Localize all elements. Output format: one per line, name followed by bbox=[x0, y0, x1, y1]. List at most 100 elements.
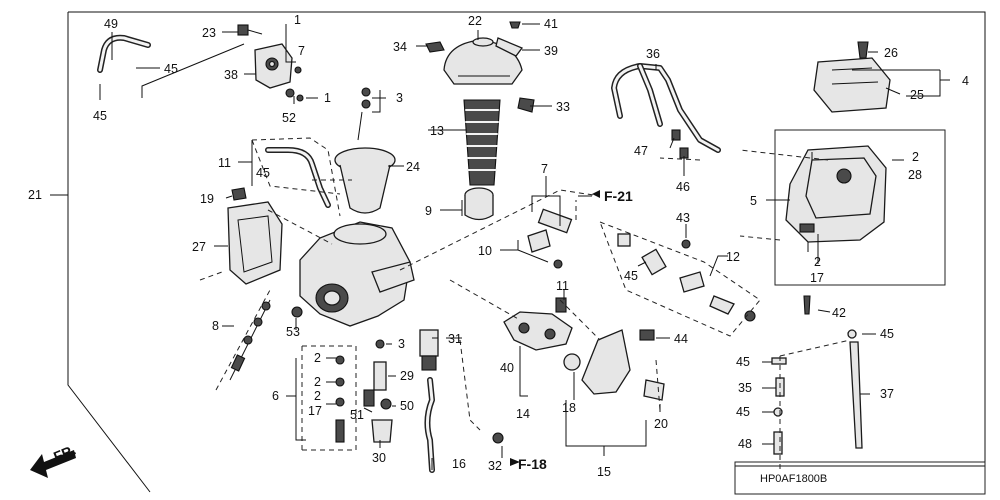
part-41-screw bbox=[509, 21, 521, 29]
part-32-clamp bbox=[492, 432, 504, 444]
callout-45: 45 bbox=[736, 405, 750, 419]
part-15-bracket bbox=[581, 329, 665, 401]
callout-9: 9 bbox=[425, 204, 432, 218]
float-chamber-assembly-frame bbox=[774, 129, 946, 286]
callout-3: 3 bbox=[396, 91, 403, 105]
part-38-pump-cover bbox=[254, 43, 293, 89]
callout-14: 14 bbox=[516, 407, 530, 421]
callout-8: 8 bbox=[212, 319, 219, 333]
callout-27: 27 bbox=[192, 240, 206, 254]
part-39-bracket bbox=[495, 37, 524, 57]
callout-3: 3 bbox=[398, 337, 405, 351]
callout-2: 2 bbox=[814, 255, 821, 269]
part-3-jet-needle bbox=[357, 87, 371, 141]
callout-11: 11 bbox=[556, 279, 569, 293]
callout-34: 34 bbox=[393, 40, 407, 54]
callout-7: 7 bbox=[541, 162, 548, 176]
part-50-washer bbox=[380, 398, 392, 410]
direction-label: FR. bbox=[51, 441, 78, 464]
front-direction-arrow-icon bbox=[30, 450, 76, 478]
callout-48: 48 bbox=[738, 437, 752, 451]
callout-39: 39 bbox=[544, 44, 558, 58]
callout-4: 4 bbox=[962, 74, 969, 88]
part-44-screw bbox=[639, 329, 655, 341]
callout-30: 30 bbox=[372, 451, 386, 465]
part-24-diaphragm bbox=[334, 147, 396, 214]
callout-17: 17 bbox=[810, 271, 824, 285]
diagram-code-box bbox=[734, 461, 986, 495]
callout-29: 29 bbox=[400, 369, 414, 383]
part-18-o-ring bbox=[563, 353, 581, 371]
callout-6: 6 bbox=[272, 389, 279, 403]
callout-52: 52 bbox=[282, 111, 296, 125]
part-27-side-cover bbox=[227, 201, 283, 285]
part-34-clip bbox=[425, 41, 445, 53]
callout-15: 15 bbox=[597, 465, 611, 479]
callout-7: 7 bbox=[298, 44, 305, 58]
carburetor-body bbox=[299, 221, 415, 327]
part-42-screw bbox=[803, 295, 811, 315]
callout-40: 40 bbox=[500, 361, 514, 375]
part-1-ring-lower bbox=[296, 94, 304, 102]
callout-18: 18 bbox=[562, 401, 576, 415]
callout-20: 20 bbox=[654, 417, 668, 431]
part-23-screw bbox=[237, 24, 263, 36]
part-26-vent-tip bbox=[857, 41, 869, 59]
callout-5: 5 bbox=[750, 194, 757, 208]
callout-28: 28 bbox=[908, 168, 922, 182]
callout-45: 45 bbox=[93, 109, 107, 123]
callout-31: 31 bbox=[448, 332, 462, 346]
part-53-screw bbox=[291, 306, 303, 318]
part-12-starter-set bbox=[617, 233, 756, 322]
part-4-cover bbox=[813, 57, 891, 113]
callout-12: 12 bbox=[726, 250, 740, 264]
part-51-holder bbox=[363, 389, 375, 407]
part-6-jet-group bbox=[335, 355, 345, 443]
callout-36: 36 bbox=[646, 47, 660, 61]
part-16-drain-tube bbox=[424, 377, 435, 473]
part-8-mixture-screw-set bbox=[229, 299, 271, 381]
callout-13: 13 bbox=[430, 124, 444, 138]
callout-51: 51 bbox=[350, 408, 364, 422]
callout-26: 26 bbox=[884, 46, 898, 60]
part-7-10-linkage bbox=[527, 208, 573, 269]
callout-45: 45 bbox=[880, 327, 894, 341]
callout-45: 45 bbox=[736, 355, 750, 369]
part-14-throttle-plate bbox=[503, 311, 573, 351]
callout-24: 24 bbox=[406, 160, 420, 174]
part-25-pin bbox=[885, 87, 901, 95]
part-52-clip bbox=[285, 88, 295, 98]
part-5-float-chamber bbox=[785, 145, 887, 243]
reference-arrows bbox=[510, 190, 600, 466]
part-48-pipe bbox=[773, 431, 783, 455]
callout-2: 2 bbox=[912, 150, 919, 164]
callout-19: 19 bbox=[200, 192, 214, 206]
part-33-screw bbox=[517, 97, 535, 113]
part-1-o-ring-top bbox=[294, 66, 302, 74]
part-11-screw bbox=[555, 297, 567, 313]
part-37-tube bbox=[849, 341, 863, 449]
part-11-hose bbox=[265, 147, 331, 208]
callout-45: 45 bbox=[624, 269, 638, 283]
callout-45: 45 bbox=[256, 166, 270, 180]
part-19-screw bbox=[231, 187, 247, 201]
callout-23: 23 bbox=[202, 26, 216, 40]
callout-47: 47 bbox=[634, 144, 648, 158]
callout-42: 42 bbox=[832, 306, 846, 320]
part-45-ring-c bbox=[773, 407, 783, 417]
leader-lines bbox=[99, 23, 950, 470]
callout-33: 33 bbox=[556, 100, 570, 114]
callout-1: 1 bbox=[324, 91, 331, 105]
diagram-code: HP0AF1800B bbox=[760, 473, 827, 485]
callout-17: 17 bbox=[308, 404, 322, 418]
part-13-spring bbox=[463, 99, 501, 186]
part-9-throttle-valve bbox=[464, 187, 494, 221]
callout-25: 25 bbox=[910, 88, 924, 102]
part-45-ring-a bbox=[847, 329, 857, 339]
part-45-ring-b bbox=[771, 357, 787, 365]
callout-38: 38 bbox=[224, 68, 238, 82]
callout-41: 41 bbox=[544, 17, 558, 31]
callout-37: 37 bbox=[880, 387, 894, 401]
callout-43: 43 bbox=[676, 211, 690, 225]
part-30-plug bbox=[371, 419, 393, 443]
